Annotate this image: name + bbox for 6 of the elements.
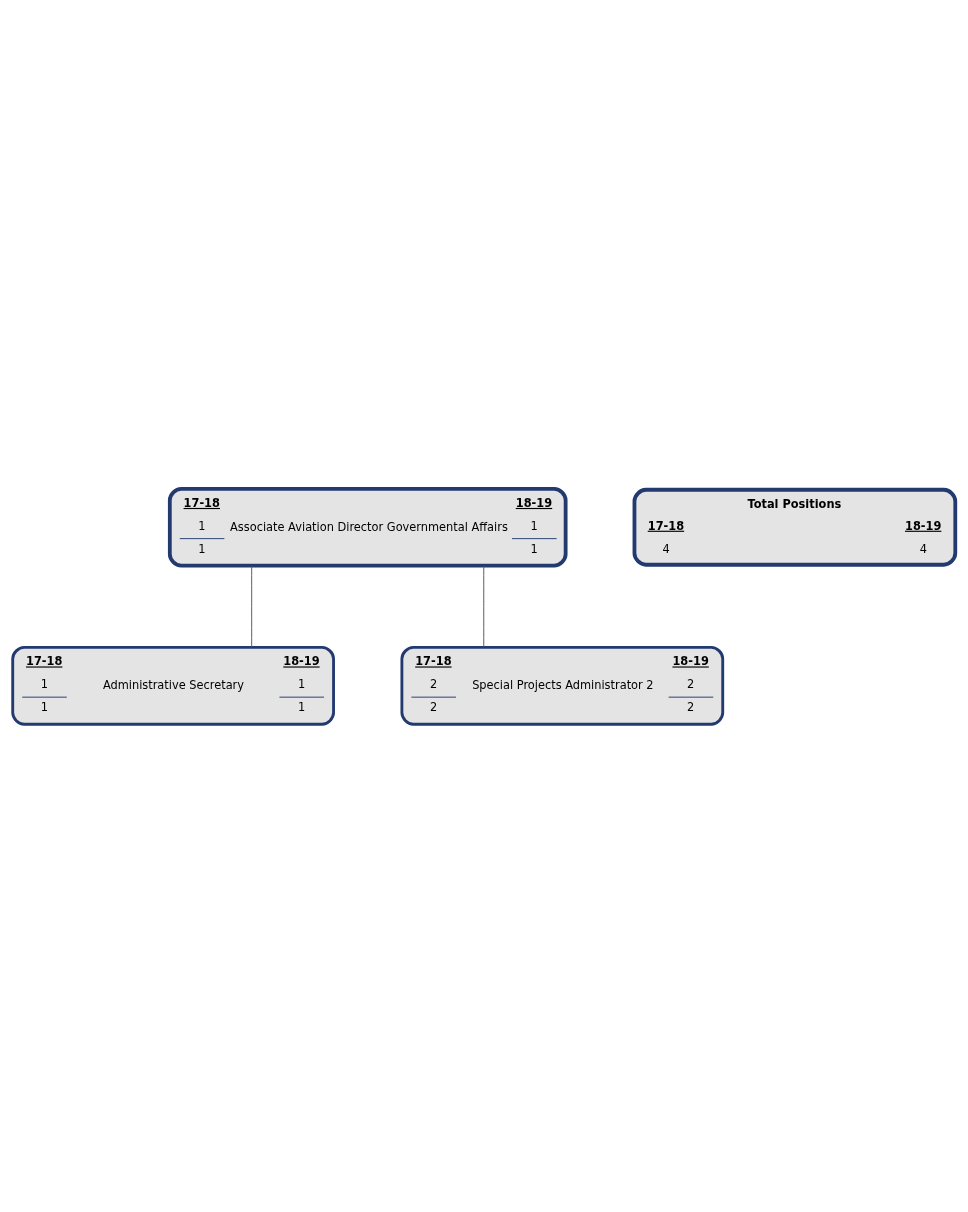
- node-box: Total Positions 17-18 18-19 4 4: [632, 487, 958, 567]
- node-box: 17-18 Administrative Secretary 18-19 1 1 1 1: [11, 645, 335, 726]
- connector: [251, 565, 253, 648]
- node-box: 17-18 Associate Aviation Director Governmental Affairs 18-19 1 1 1 1: [167, 486, 568, 568]
- connector: [483, 565, 485, 648]
- node-box: 17-18 Special Projects Administrator 2 18-19 2 2 2 2: [400, 645, 725, 726]
